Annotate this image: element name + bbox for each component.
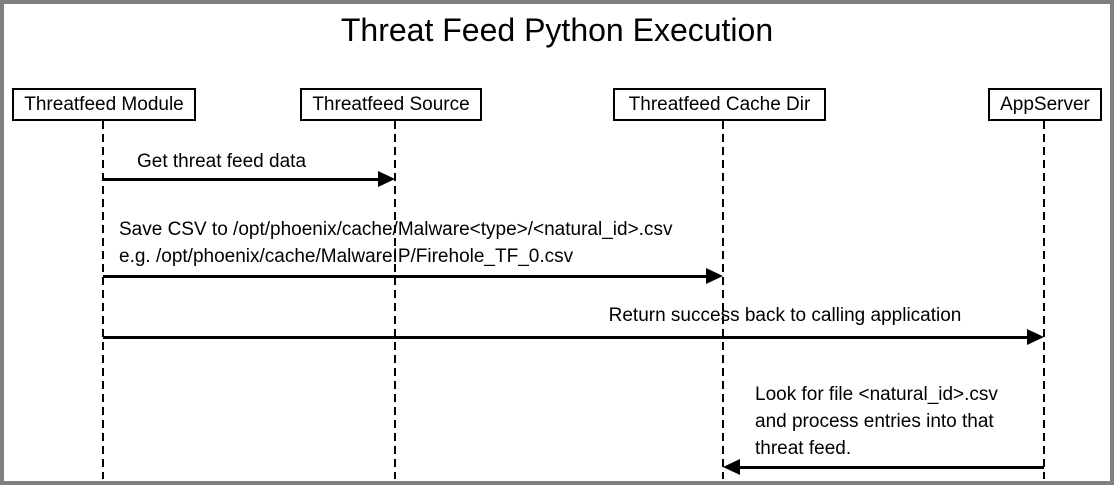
actor-label: AppServer — [1000, 93, 1090, 115]
message-text: Look for file <natural_id>.csv — [755, 384, 998, 405]
message-label-return-success: Return success back to calling applicati… — [600, 305, 970, 327]
message-arrow-return-success — [103, 329, 1044, 346]
lifeline-threatfeed-module — [102, 121, 104, 479]
actor-box-threatfeed-cache-dir: Threatfeed Cache Dir — [613, 88, 826, 121]
arrowhead-right-icon — [706, 268, 723, 284]
actor-label: Threatfeed Source — [312, 93, 470, 115]
diagram-title: Threat Feed Python Execution — [340, 12, 774, 48]
message-text: and process entries into that — [755, 411, 994, 432]
actor-label: Threatfeed Cache Dir — [628, 93, 811, 115]
message-text: threat feed. — [755, 438, 852, 459]
message-arrow-get-threat-feed — [103, 171, 395, 188]
lifeline-threatfeed-cache-dir — [722, 121, 724, 479]
arrowhead-right-icon — [1027, 329, 1044, 345]
actor-box-threatfeed-module: Threatfeed Module — [12, 88, 196, 121]
arrowhead-right-icon — [378, 171, 395, 187]
message-text: Get threat feed data — [137, 151, 307, 172]
message-label-get-threat-feed: Get threat feed data — [137, 151, 306, 173]
message-label-save-csv: Save CSV to /opt/phoenix/cache/Malware<t… — [119, 216, 672, 270]
message-text: Save CSV to /opt/phoenix/cache/Malware<t… — [119, 219, 673, 240]
arrow-shaft — [103, 178, 380, 181]
arrow-shaft — [103, 336, 1029, 339]
lifeline-threatfeed-source — [394, 121, 396, 479]
lifeline-appserver — [1043, 121, 1045, 479]
message-text: Return success back to calling applicati… — [608, 305, 962, 326]
message-text: e.g. /opt/phoenix/cache/MalwareIP/Fireho… — [119, 246, 574, 267]
arrow-shaft — [103, 275, 708, 278]
message-arrow-look-for-file — [723, 459, 1044, 476]
actor-label: Threatfeed Module — [24, 93, 184, 115]
arrowhead-left-icon — [723, 459, 740, 475]
message-arrow-save-csv — [103, 268, 723, 285]
message-label-look-for-file: Look for file <natural_id>.csv and proce… — [755, 381, 998, 462]
actor-box-threatfeed-source: Threatfeed Source — [300, 88, 482, 121]
actor-box-appserver: AppServer — [988, 88, 1102, 121]
arrow-shaft — [738, 466, 1044, 469]
